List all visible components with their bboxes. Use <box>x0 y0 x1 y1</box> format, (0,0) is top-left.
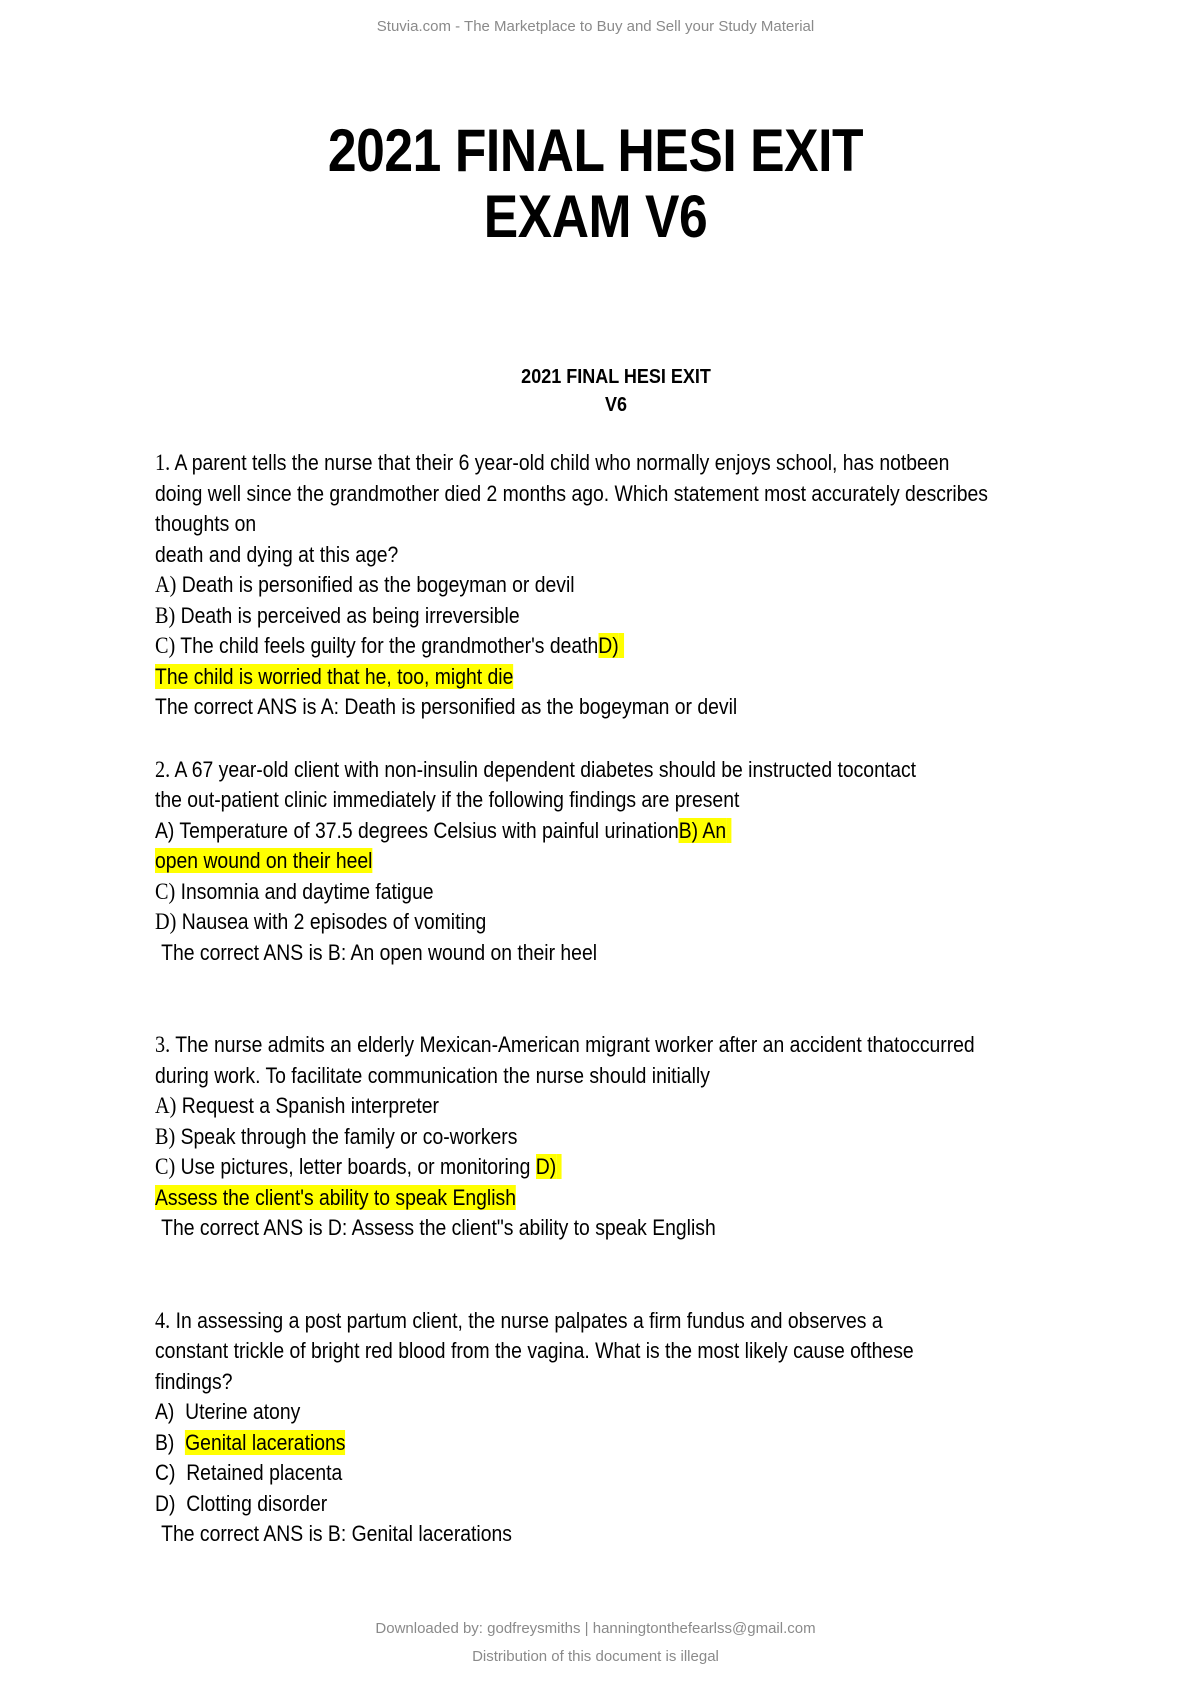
question-4-option-c: C) Retained placenta <box>155 1458 1070 1489</box>
question-1-option-d: The child is worried that he, too, might… <box>155 662 1070 693</box>
document-title-line-1: 2021 FINAL HESI EXIT <box>327 117 864 184</box>
question-3-line-1: The nurse admits an elderly Mexican-Amer… <box>175 1032 975 1057</box>
question-3-option-b: B) Speak through the family or co-worker… <box>155 1122 1070 1153</box>
highlighted-option-text: Genital lacerations <box>185 1429 346 1455</box>
option-text: A) Temperature of 37.5 degrees Celsius w… <box>155 817 679 843</box>
option-letter: A) <box>155 572 177 597</box>
question-1: 1. A parent tells the nurse that their 6… <box>155 448 1070 723</box>
option-text: Nausea with 2 episodes of vomiting <box>181 909 487 934</box>
option-letter: C) <box>155 1460 176 1485</box>
question-4-stem: 4. In assessing a post partum client, th… <box>155 1306 1070 1337</box>
option-text: Insomnia and daytime fatigue <box>180 878 434 904</box>
question-number: 2. <box>155 756 171 782</box>
question-2-line-1: A 67 year-old client with non-insulin de… <box>174 756 917 782</box>
highlight-option-d-start: D) <box>535 1154 557 1179</box>
document-title: 2021 FINAL HESI EXIT EXAM V6 <box>83 118 1107 250</box>
question-3-option-c: C) Use pictures, letter boards, or monit… <box>155 1152 1070 1183</box>
option-letter: D) <box>155 1490 176 1516</box>
option-letter: C) <box>155 1154 176 1179</box>
option-text: Clotting disorder <box>186 1490 328 1516</box>
option-text: Retained placenta <box>186 1460 343 1485</box>
question-1-option-a: A) Death is personified as the bogeyman … <box>155 570 1070 601</box>
highlighted-option-text: open wound on their heel <box>155 848 373 873</box>
question-1-line-3: thoughts on <box>155 511 257 536</box>
highlight-spacer <box>556 1154 562 1179</box>
question-1-line-1: A parent tells the nurse that their 6 ye… <box>174 450 950 475</box>
option-text: Use pictures, letter boards, or monitori… <box>180 1154 536 1179</box>
question-2-option-b: open wound on their heel <box>155 846 1070 877</box>
option-text: Uterine atony <box>185 1399 301 1424</box>
question-4-option-b: B) Genital lacerations <box>155 1428 1070 1459</box>
spacer <box>155 1244 1070 1306</box>
option-letter: A) <box>155 1093 177 1118</box>
document-subtitle-line-1: 2021 FINAL HESI EXIT <box>521 366 711 388</box>
spacer <box>155 723 1070 755</box>
distribution-footer: Distribution of this document is illegal <box>472 1648 719 1665</box>
option-letter: A) <box>155 1399 175 1424</box>
question-1-line-2: doing well since the grandmother died 2 … <box>155 480 988 506</box>
question-4-option-d: D) Clotting disorder <box>155 1489 1070 1520</box>
highlight-spacer <box>618 633 625 658</box>
question-4-line-1: In assessing a post partum client, the n… <box>175 1307 883 1333</box>
spacer <box>155 968 1070 1030</box>
question-4-line-3: findings? <box>155 1368 233 1394</box>
question-number: 3. <box>155 1032 171 1057</box>
question-3-option-d: Assess the client's ability to speak Eng… <box>155 1183 1070 1214</box>
question-1-answer: The correct ANS is A: Death is personifi… <box>155 694 738 719</box>
question-3-line-2: during work. To facilitate communication… <box>155 1062 710 1088</box>
question-2-line-2: the out-patient clinic immediately if th… <box>155 787 740 812</box>
highlighted-option-text: The child is worried that he, too, might… <box>155 663 514 689</box>
option-text: The child feels guilty for the grandmoth… <box>180 633 599 658</box>
question-3-option-a: A) Request a Spanish interpreter <box>155 1091 1070 1122</box>
question-4-option-a: A) Uterine atony <box>155 1397 1070 1428</box>
highlighted-option-text: Assess the client's ability to speak Eng… <box>155 1184 516 1210</box>
highlight-option-d-start: D) <box>598 633 619 658</box>
question-3-answer: The correct ANS is D: Assess the client"… <box>161 1215 716 1240</box>
option-letter: C) <box>155 633 176 658</box>
question-3-stem: 3. The nurse admits an elderly Mexican-A… <box>155 1030 1070 1061</box>
questions-content: 1. A parent tells the nurse that their 6… <box>155 448 1070 1550</box>
option-text: Death is personified as the bogeyman or … <box>181 572 575 597</box>
document-title-line-2: EXAM V6 <box>483 183 708 250</box>
question-2-option-a: A) Temperature of 37.5 degrees Celsius w… <box>155 816 1070 847</box>
question-3: 3. The nurse admits an elderly Mexican-A… <box>155 1030 1070 1244</box>
download-footer: Downloaded by: godfreysmiths | hanningto… <box>375 1620 816 1637</box>
question-4-line-2: constant trickle of bright red blood fro… <box>155 1338 914 1363</box>
question-number: 1. <box>155 450 171 475</box>
option-letter: D) <box>155 909 177 934</box>
option-letter: B) <box>155 1429 175 1455</box>
document-subtitle-line-2: V6 <box>605 394 628 416</box>
question-4: 4. In assessing a post partum client, th… <box>155 1306 1070 1550</box>
document-subtitle: 2021 FINAL HESI EXIT V6 <box>61 363 1133 419</box>
option-text: Death is perceived as being irreversible <box>180 602 520 628</box>
question-2-answer: The correct ANS is B: An open wound on t… <box>161 939 598 965</box>
question-1-stem: 1. A parent tells the nurse that their 6… <box>155 448 1070 479</box>
highlight-spacer <box>726 817 732 843</box>
option-text: Speak through the family or co-workers <box>180 1123 518 1149</box>
option-letter: B) <box>155 602 176 628</box>
question-2-option-c: C) Insomnia and daytime fatigue <box>155 877 1070 908</box>
option-letter: B) <box>155 1123 176 1149</box>
option-letter: C) <box>155 878 176 904</box>
question-2: 2. A 67 year-old client with non-insulin… <box>155 755 1070 969</box>
question-2-option-d: D) Nausea with 2 episodes of vomiting <box>155 907 1070 938</box>
question-1-option-c: C) The child feels guilty for the grandm… <box>155 631 1070 662</box>
question-2-stem: 2. A 67 year-old client with non-insulin… <box>155 755 1070 786</box>
question-1-line-4: death and dying at this age? <box>155 541 399 567</box>
stuvia-watermark: Stuvia.com - The Marketplace to Buy and … <box>376 18 815 35</box>
option-text: Request a Spanish interpreter <box>181 1093 439 1118</box>
question-4-answer: The correct ANS is B: Genital laceration… <box>161 1521 512 1546</box>
question-number: 4. <box>155 1307 171 1333</box>
question-1-option-b: B) Death is perceived as being irreversi… <box>155 601 1070 632</box>
highlight-option-b-start: B) An <box>678 817 727 843</box>
